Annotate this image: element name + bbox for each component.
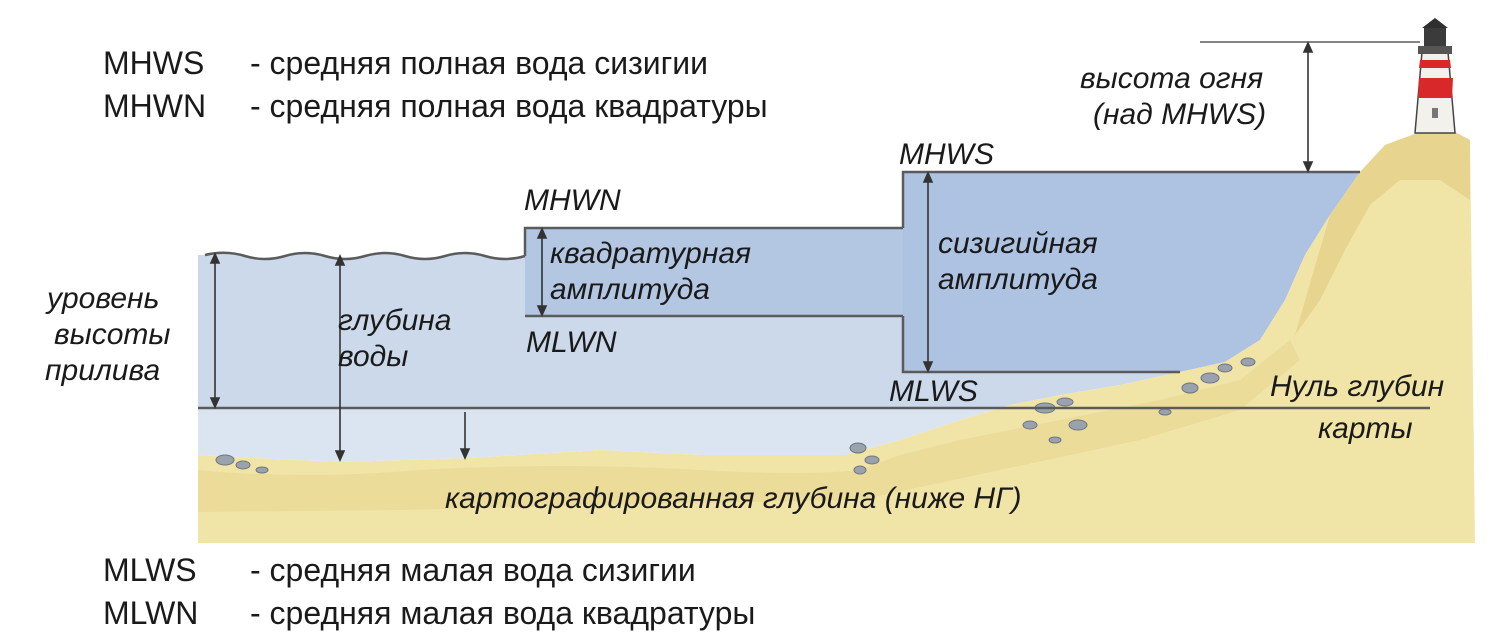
- mhws-line: [901, 170, 1360, 228]
- water-below-datum: [198, 408, 1000, 462]
- seabed: [198, 132, 1475, 543]
- pebbles: [215, 357, 1256, 475]
- label-line: воды: [338, 340, 408, 373]
- label-line: прилива: [45, 354, 160, 387]
- label-line: амплитуда: [550, 273, 710, 306]
- label-line: сизигийная: [938, 227, 1098, 260]
- arrow-depth-top: [334, 254, 346, 266]
- label-mhwn: MHWN: [524, 184, 621, 217]
- shore-shading: [1295, 132, 1470, 335]
- arrow-tide-bottom: [209, 397, 221, 409]
- arrow-neap-top: [536, 227, 548, 239]
- spring-range-area: [903, 172, 1360, 372]
- arrow-depth-bottom: [334, 450, 346, 462]
- label-light-height: высота огня (над MHWS): [1080, 62, 1266, 131]
- surface-wave: [204, 251, 526, 261]
- water-main: [198, 252, 525, 408]
- seabed-shading: [198, 340, 1300, 512]
- water-mid: [525, 316, 903, 408]
- arrow-tide-top: [209, 252, 221, 264]
- measure-arrows: [209, 41, 1314, 462]
- legend-desc: - средняя полная вода сизигии: [250, 45, 708, 81]
- label-mhws: MHWS: [899, 138, 994, 171]
- label-line: высоты: [54, 318, 170, 351]
- water-low-right: [903, 372, 1180, 408]
- legend-bottom: MLWS - средняя малая вода сизигии MLWN -…: [103, 552, 755, 631]
- neap-range-area: [525, 228, 903, 316]
- mlws-line: [901, 316, 1180, 374]
- legend-top: MHWS - средняя полная вода сизигии MHWN …: [103, 45, 768, 124]
- arrow-light-bottom: [1302, 161, 1314, 173]
- legend-abbr: MHWN: [103, 88, 206, 124]
- arrow-charted-bottom: [459, 448, 471, 460]
- legend-desc: - средняя полная вода квадратуры: [250, 88, 768, 124]
- arrow-spring-top: [922, 171, 934, 183]
- level-lines: [198, 41, 1430, 410]
- label-line: высота огня: [1080, 62, 1263, 95]
- label-line: уровень: [45, 282, 159, 315]
- mhwn-line: [523, 226, 903, 256]
- label-charted-depth: картографированная глубина (ниже НГ): [445, 482, 1022, 515]
- label-mlws: MLWS: [889, 375, 978, 408]
- label-line: квадратурная: [550, 237, 751, 270]
- arrow-light-top: [1302, 41, 1314, 53]
- label-tide-height: уровень высоты прилива: [45, 282, 170, 387]
- label-line: (над MHWS): [1093, 98, 1266, 131]
- label-chart-datum: Нуль глубин карты: [1270, 370, 1444, 445]
- lighthouse-icon: [1414, 18, 1456, 134]
- label-spring-range: сизигийная амплитуда: [938, 227, 1098, 296]
- label-line: Нуль глубин: [1270, 370, 1444, 403]
- label-water-depth: глубина воды: [338, 304, 451, 373]
- label-mlwn: MLWN: [526, 326, 617, 359]
- legend-abbr: MLWN: [103, 595, 198, 631]
- label-line: карты: [1318, 412, 1413, 445]
- arrow-neap-bottom: [536, 305, 548, 317]
- legend-abbr: MLWS: [103, 552, 197, 588]
- label-line: глубина: [338, 304, 451, 337]
- arrow-spring-bottom: [922, 361, 934, 373]
- legend-abbr: MHWS: [103, 45, 204, 81]
- legend-desc: - средняя малая вода квадратуры: [250, 595, 755, 631]
- legend-desc: - средняя малая вода сизигии: [250, 552, 696, 588]
- label-line: амплитуда: [938, 263, 1098, 296]
- label-neap-range: квадратурная амплитуда: [550, 237, 751, 306]
